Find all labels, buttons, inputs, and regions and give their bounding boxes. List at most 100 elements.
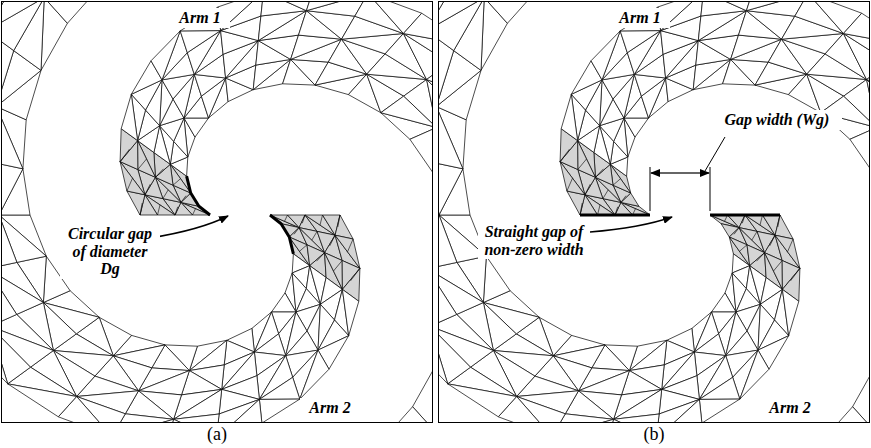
mesh-triangle — [850, 128, 869, 174]
pointer-arrow — [150, 216, 228, 238]
mesh-refine — [294, 228, 299, 235]
extension-line — [710, 167, 711, 211]
mesh-triangle — [121, 94, 137, 140]
arm-label: Arm 2 — [760, 398, 820, 418]
mesh-triangle — [620, 31, 660, 53]
mesh-refine — [734, 228, 739, 235]
mesh-refine — [621, 196, 626, 203]
mesh-triangle — [300, 350, 329, 399]
mesh-triangle — [2, 162, 23, 215]
mesh-triangle — [439, 215, 457, 269]
mesh-triangle — [410, 128, 432, 174]
mesh-refine — [334, 261, 343, 272]
mesh-refine — [140, 203, 142, 215]
mesh-refine — [791, 268, 800, 281]
mesh-refine — [120, 149, 129, 162]
mesh-triangle — [427, 80, 432, 128]
mesh-refine — [330, 235, 335, 246]
mesh-refine — [603, 190, 608, 199]
mesh-triangle — [843, 34, 869, 63]
mesh-refine — [567, 178, 573, 191]
mesh-refine — [598, 205, 601, 215]
mesh-triangle — [403, 13, 432, 46]
mesh-triangle — [439, 2, 484, 31]
arm-label: Arm 1 — [170, 8, 230, 28]
mesh-refine — [788, 239, 794, 252]
mesh-refine — [155, 169, 163, 178]
gap-label: Straight gap of non-zero width — [478, 222, 590, 259]
mesh-refine — [770, 235, 775, 246]
mesh-refine — [317, 253, 325, 262]
mesh-triangle — [2, 326, 31, 384]
mesh-triangle — [2, 2, 44, 31]
mesh-a — [2, 2, 432, 422]
mesh-refine — [300, 245, 308, 252]
mesh-triangle — [427, 80, 432, 116]
mesh-triangle — [567, 191, 585, 215]
mesh-refine — [320, 215, 323, 225]
mesh-refine — [285, 215, 288, 221]
mesh-triangle — [483, 256, 510, 302]
mesh-triangle — [335, 215, 353, 239]
mesh-refine — [760, 215, 763, 225]
mesh-triangle — [712, 293, 737, 312]
mesh-refine — [560, 149, 569, 162]
dimension-label: Gap width (Wg) — [712, 110, 842, 130]
mesh-refine — [757, 253, 765, 262]
mesh-refine — [338, 215, 340, 227]
mesh-triangle — [272, 293, 297, 312]
mesh-triangle — [624, 118, 649, 137]
mesh-refine — [181, 196, 186, 203]
mesh-refine — [145, 184, 150, 195]
mesh-triangle — [699, 377, 739, 399]
mesh-triangle — [867, 63, 869, 104]
mesh-b — [439, 2, 869, 422]
mesh-triangle — [2, 215, 17, 269]
mesh-triangle — [44, 2, 105, 23]
mesh-triangle — [259, 399, 299, 422]
mesh-triangle — [867, 80, 869, 116]
mesh-triangle — [439, 326, 448, 384]
mesh-triangle — [127, 191, 145, 215]
mesh-triangle — [591, 31, 620, 80]
gap-edge — [710, 214, 780, 217]
gap-edge — [187, 176, 210, 215]
mesh-refine — [348, 239, 354, 252]
panel-caption: (a) — [192, 424, 242, 446]
mesh-refine — [752, 231, 757, 240]
panel-frame — [2, 2, 433, 423]
mesh-refine — [778, 215, 780, 227]
mesh-triangle — [843, 13, 869, 46]
mesh-refine — [158, 205, 161, 215]
mesh-refine — [580, 203, 582, 215]
mesh-triangle — [448, 384, 517, 417]
mesh-refine — [193, 209, 196, 215]
mesh-triangle — [614, 414, 660, 422]
extension-line — [650, 167, 651, 211]
dimension-arrow — [680, 172, 709, 173]
mesh-triangle — [342, 289, 358, 335]
gap-label: Circular gap of diameter Dg — [60, 224, 160, 279]
mesh-triangle — [740, 350, 769, 399]
dimension-arrow — [651, 172, 680, 173]
mesh-refine — [585, 184, 590, 195]
mesh-triangle — [815, 407, 869, 422]
mesh-triangle — [427, 63, 432, 104]
mesh-refine — [173, 179, 181, 186]
mesh-refine — [595, 169, 603, 178]
leader-line — [705, 137, 725, 171]
mesh-refine — [578, 159, 587, 170]
mesh-triangle — [8, 384, 77, 417]
mesh-refine — [163, 190, 168, 199]
mesh-refine — [312, 231, 317, 240]
panel-frame — [439, 2, 870, 423]
mesh-refine — [740, 245, 748, 252]
mesh-triangle — [217, 399, 262, 422]
arm-label: Arm 1 — [610, 8, 670, 28]
annotations — [150, 137, 725, 238]
mesh-triangle — [561, 94, 577, 140]
mesh-triangle — [184, 118, 209, 137]
mesh-refine — [774, 261, 783, 272]
mesh-triangle — [782, 289, 798, 335]
